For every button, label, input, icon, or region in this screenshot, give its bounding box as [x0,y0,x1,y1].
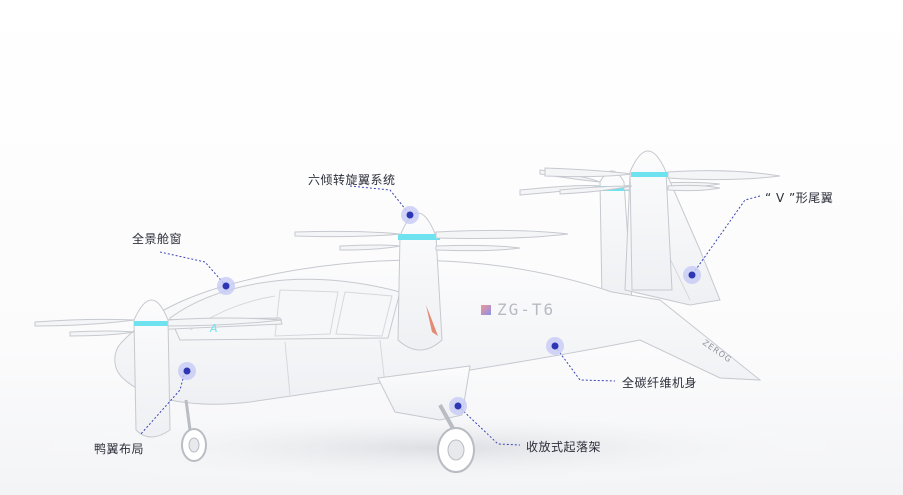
hotspot-rotors[interactable] [401,206,419,224]
brand-logo [481,305,491,315]
label-landing-gear: 收放式起落架 [526,440,602,454]
connector-rotors [349,185,411,216]
connector-landing-gear [457,405,521,446]
label-rotors: 六倾转旋翼系统 [308,173,396,187]
canard-marking: A [210,322,219,335]
mid-rotor-nacelle [294,212,569,351]
connector-lines [139,185,761,446]
hotspot-tail[interactable] [683,266,701,284]
hotspot-canopy[interactable] [217,277,235,295]
canopy-glass [169,278,401,341]
label-tail: “ V ”形尾翼 [765,191,834,205]
nose-gear [181,399,207,462]
connector-fuselage [554,345,616,382]
connector-tail [691,195,761,276]
label-fuselage: 全碳纤维机身 [622,376,698,390]
connector-canopy [159,251,227,287]
label-canopy: 全景舱窗 [132,232,183,246]
hotspot-landing-gear[interactable] [449,397,467,415]
main-wing [377,365,471,421]
model-marking: ZG-T6 [497,300,556,319]
main-gear [437,404,475,473]
hotspot-fuselage[interactable] [546,337,564,355]
hotspot-canard[interactable] [178,362,196,380]
rear-left-nacelle [544,150,781,291]
hotspots [178,206,701,415]
label-canard: 鸭翼布局 [94,442,145,456]
front-rotor-nacelle [34,299,283,438]
